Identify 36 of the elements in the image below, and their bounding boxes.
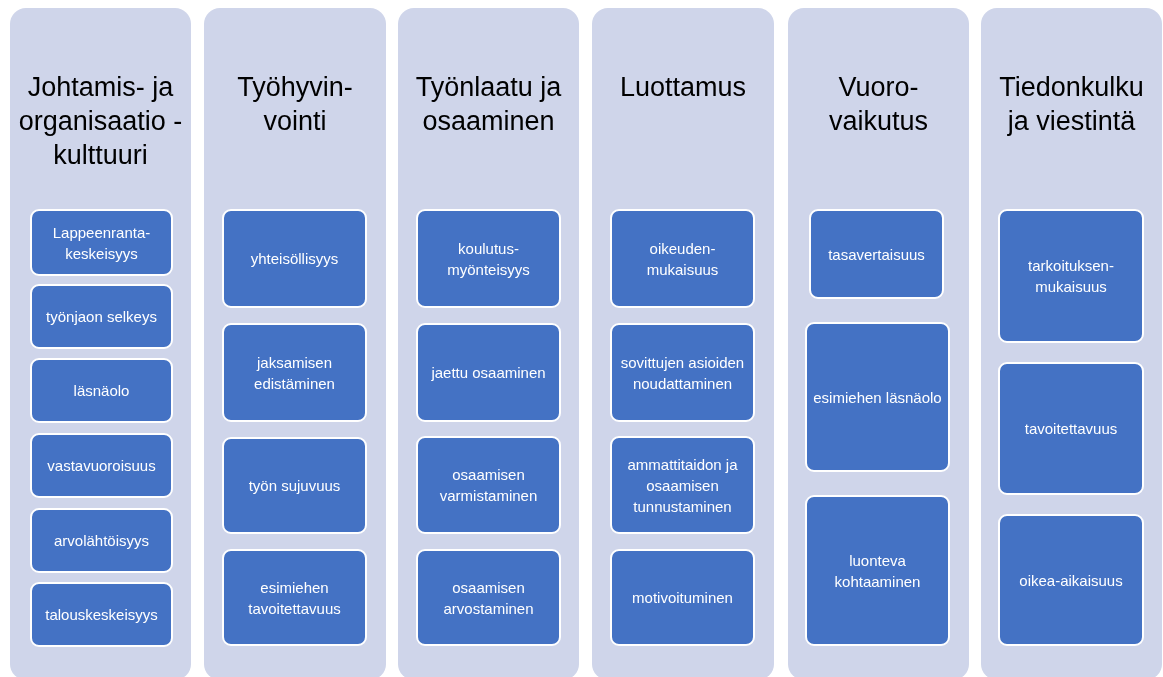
item-box: yhteisöllisyys <box>222 209 367 308</box>
item-box: sovittujen asioiden noudattaminen <box>610 323 755 422</box>
column-heading: Luottamus <box>618 71 748 104</box>
item-box: esimiehen läsnäolo <box>805 322 950 472</box>
category-column <box>204 8 386 677</box>
item-box: tasavertaisuus <box>809 209 944 299</box>
column-heading: Johtamis- ja organisaatio -kulttuuri <box>17 71 184 172</box>
category-column <box>788 8 969 677</box>
item-box: työn sujuvuus <box>222 437 367 534</box>
item-box: oikea-aikaisuus <box>998 514 1144 646</box>
item-box: ammattitaidon ja osaamisen tunnustaminen <box>610 436 755 534</box>
item-box: tavoitettavuus <box>998 362 1144 495</box>
item-box: osaamisen varmistaminen <box>416 436 561 534</box>
column-heading: Työnlaatu ja osaaminen <box>414 71 563 138</box>
item-box: esimiehen tavoitettavuus <box>222 549 367 646</box>
item-box: luonteva kohtaaminen <box>805 495 950 646</box>
item-box: jaksamisen edistäminen <box>222 323 367 422</box>
item-box: motivoituminen <box>610 549 755 646</box>
item-box: koulutus-myönteisyys <box>416 209 561 308</box>
item-box: oikeuden-mukaisuus <box>610 209 755 308</box>
item-box: vastavuoroisuus <box>30 433 173 498</box>
item-box: työnjaon selkeys <box>30 284 173 349</box>
item-box: läsnäolo <box>30 358 173 423</box>
item-box: arvolähtöisyys <box>30 508 173 573</box>
category-column <box>592 8 774 677</box>
item-box: Lappeenranta-keskeisyys <box>30 209 173 276</box>
column-heading: Työhyvin-vointi <box>236 71 354 138</box>
category-column <box>10 8 191 677</box>
column-heading: Tiedonkulku ja viestintä <box>998 71 1145 138</box>
item-box: jaettu osaaminen <box>416 323 561 422</box>
item-box: tarkoituksen-mukaisuus <box>998 209 1144 343</box>
column-heading: Vuoro-vaikutus <box>827 71 930 138</box>
category-column <box>398 8 579 677</box>
item-box: talouskeskeisyys <box>30 582 173 647</box>
item-box: osaamisen arvostaminen <box>416 549 561 646</box>
category-column <box>981 8 1162 677</box>
